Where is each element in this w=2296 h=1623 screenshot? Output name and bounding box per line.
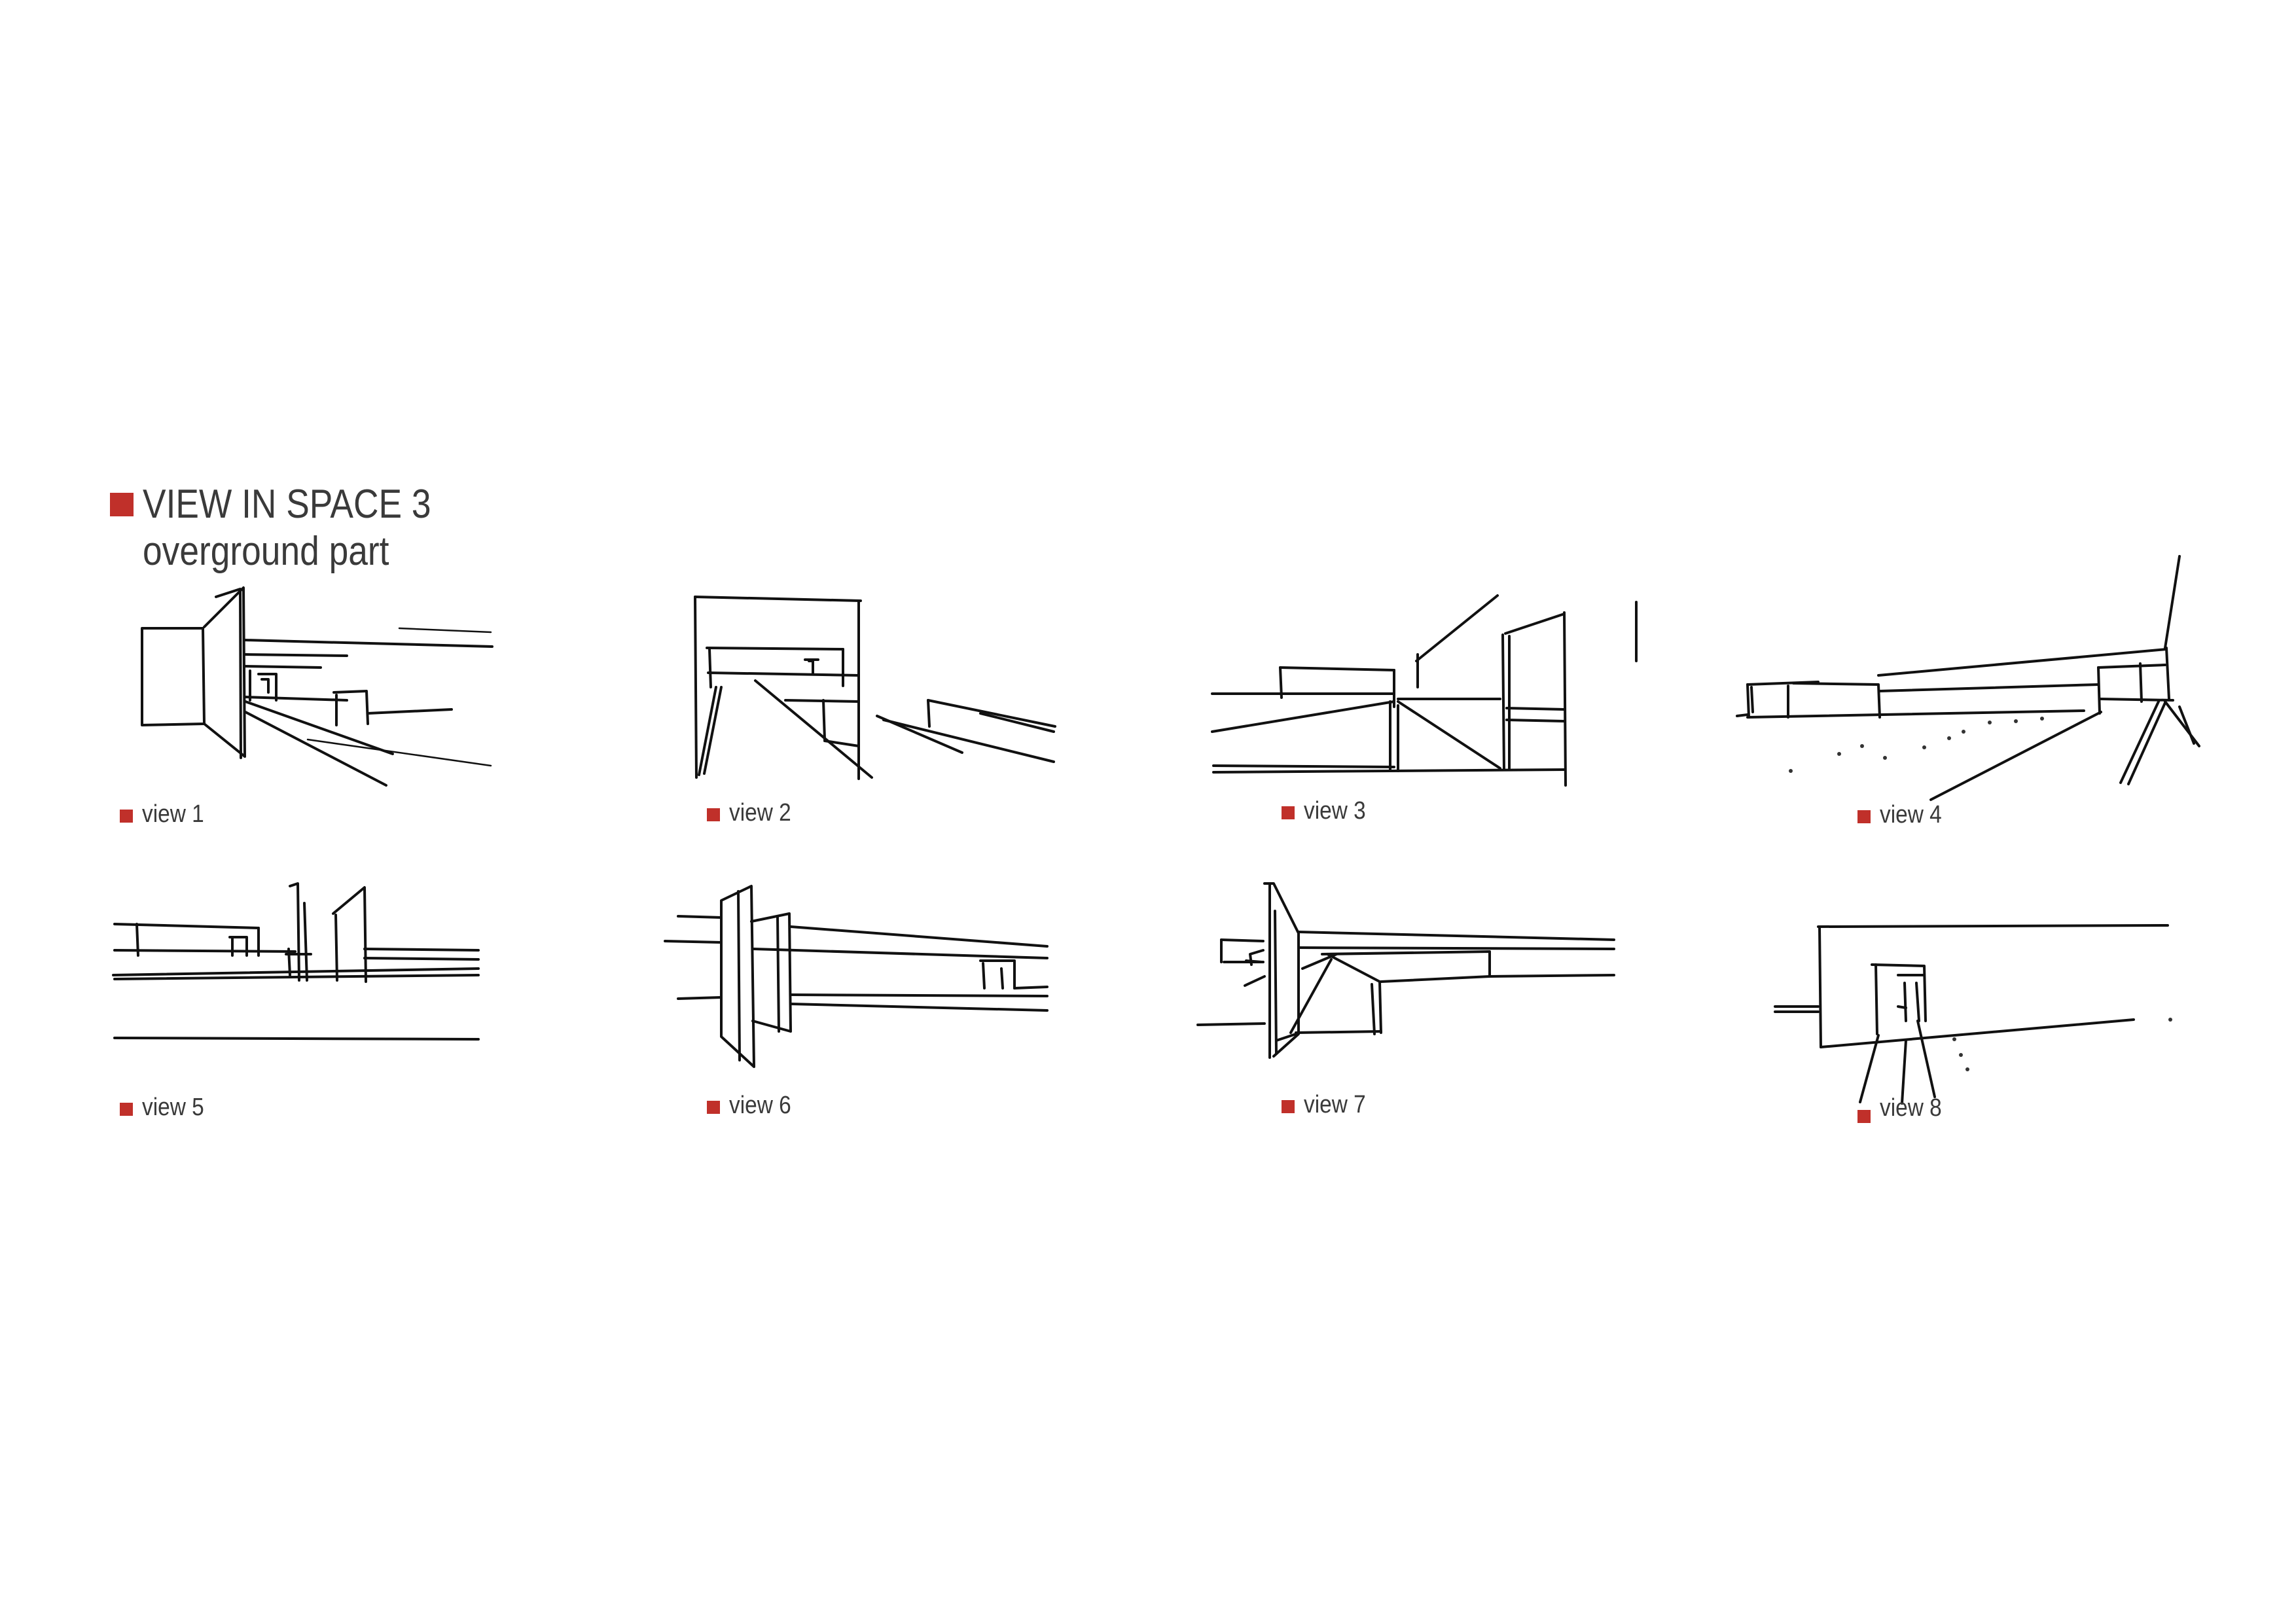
caption-label: view 5 bbox=[142, 1094, 204, 1121]
caption-label: view 1 bbox=[142, 800, 204, 828]
caption-label: view 2 bbox=[729, 799, 791, 827]
caption-label: view 3 bbox=[1304, 797, 1366, 825]
caption-bullet bbox=[1282, 806, 1295, 819]
page-subtitle: overground part bbox=[143, 529, 389, 574]
caption-label: view 7 bbox=[1304, 1091, 1366, 1118]
caption-bullet bbox=[707, 1101, 720, 1114]
caption-bullet bbox=[707, 808, 720, 821]
caption-bullet bbox=[1857, 1110, 1871, 1123]
caption-bullet bbox=[1857, 810, 1871, 823]
heading-bullet bbox=[110, 493, 134, 516]
caption-label: view 4 bbox=[1880, 801, 1942, 829]
caption-bullet bbox=[120, 1103, 133, 1116]
caption-bullet bbox=[1282, 1100, 1295, 1113]
caption-label: view 6 bbox=[729, 1092, 791, 1119]
caption-label: view 8 bbox=[1880, 1094, 1942, 1122]
caption-bullet bbox=[120, 810, 133, 823]
page-title: VIEW IN SPACE 3 bbox=[143, 482, 431, 527]
